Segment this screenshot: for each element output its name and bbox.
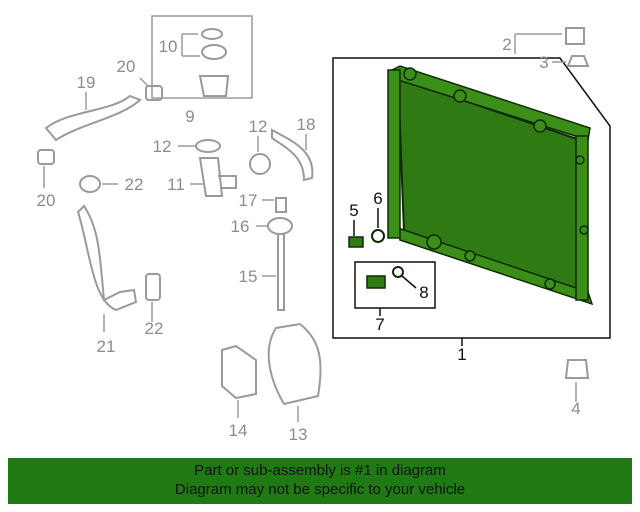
- callout-2: 2: [502, 35, 511, 54]
- notice-line-2: Diagram may not be specific to your vehi…: [174, 481, 466, 498]
- sub-assembly-box-7: [354, 261, 436, 309]
- callout-20b: 20: [37, 191, 56, 210]
- callout-3: 3: [539, 53, 548, 72]
- callout-13: 13: [289, 425, 308, 444]
- callout-19: 19: [77, 73, 96, 92]
- water-outlet-part-11[interactable]: [198, 157, 237, 197]
- clip-part-17[interactable]: [275, 197, 287, 213]
- drain-plug-part-5[interactable]: [348, 236, 364, 248]
- clamp-part-20a[interactable]: [145, 85, 163, 101]
- seal-part-10a[interactable]: [201, 28, 223, 40]
- clamp-part-12b[interactable]: [249, 153, 271, 175]
- callout-21: 21: [97, 337, 116, 356]
- cap-group-box-9: [151, 15, 253, 99]
- callout-8: 8: [419, 283, 428, 302]
- radiator-part-1[interactable]: [387, 65, 594, 306]
- callout-22b: 22: [145, 319, 164, 338]
- callout-17: 17: [239, 191, 258, 210]
- mount-cushion-part-4[interactable]: [564, 359, 590, 379]
- reservoir-tank-part-13[interactable]: [267, 322, 322, 406]
- assembly-frame: [332, 57, 611, 339]
- callout-14: 14: [229, 421, 248, 440]
- upper-hose-part-19[interactable]: [44, 94, 142, 142]
- callout-4: 4: [571, 399, 580, 418]
- callout-11: 11: [167, 175, 185, 194]
- drain-cock-part-7[interactable]: [366, 275, 386, 289]
- callout-20a: 20: [117, 57, 136, 76]
- callout-16: 16: [231, 217, 250, 236]
- clamp-part-20b[interactable]: [37, 149, 55, 165]
- callout-5: 5: [349, 201, 358, 220]
- diagram-notice-banner: Part or sub-assembly is #1 in diagram Di…: [8, 458, 632, 504]
- exploded-parts-diagram: 1 2 3 4 5 6 7 8 9 10 11 12 12 13 14 15 1…: [37, 15, 611, 444]
- clamp-part-12a[interactable]: [195, 139, 221, 153]
- clip-part-2[interactable]: [565, 27, 585, 45]
- lower-hose-part-21[interactable]: [76, 204, 138, 312]
- callout-9: 9: [185, 107, 194, 126]
- reservoir-hose-part-15[interactable]: [277, 233, 285, 311]
- callout-22a: 22: [125, 175, 144, 194]
- overflow-hose-part-18[interactable]: [271, 128, 314, 182]
- callout-7: 7: [375, 315, 384, 334]
- callout-18: 18: [297, 115, 316, 134]
- callout-10: 10: [159, 37, 178, 56]
- callout-6: 6: [373, 189, 382, 208]
- cap-part-10b[interactable]: [201, 44, 227, 60]
- filler-neck-part-9[interactable]: [198, 75, 230, 97]
- callout-12b: 12: [249, 117, 268, 136]
- callout-15: 15: [239, 267, 258, 286]
- callout-1: 1: [457, 345, 466, 364]
- reservoir-cap-part-16[interactable]: [267, 217, 293, 235]
- nut-part-3[interactable]: [566, 55, 590, 67]
- bracket-part-14[interactable]: [221, 344, 257, 400]
- leader-lines-dark: [353, 208, 463, 346]
- clamp-part-22b[interactable]: [145, 273, 161, 301]
- callout-12a: 12: [153, 137, 172, 156]
- leader-lines: [43, 33, 577, 422]
- notice-line-1: Part or sub-assembly is #1 in diagram: [194, 462, 446, 479]
- o-ring-part-6[interactable]: [371, 229, 385, 243]
- o-ring-part-8[interactable]: [392, 266, 404, 278]
- clamp-part-22a[interactable]: [79, 175, 101, 193]
